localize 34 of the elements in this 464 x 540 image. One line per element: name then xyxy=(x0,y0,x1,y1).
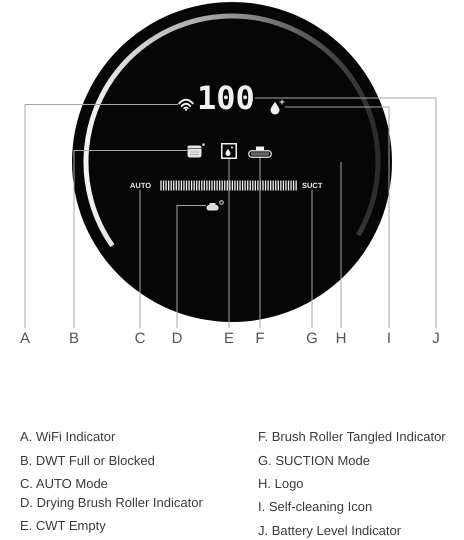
callout-letter: E xyxy=(219,331,239,346)
leader-line xyxy=(254,98,436,328)
leader-line xyxy=(284,106,390,328)
callout-letter: B xyxy=(64,331,84,346)
key-entry: E. CWT Empty xyxy=(20,518,106,534)
leader-line xyxy=(228,158,230,328)
key-entry: C. AUTO Mode xyxy=(20,476,108,492)
wifi-icon xyxy=(178,98,194,111)
key-entry: F. Brush Roller Tangled Indicator xyxy=(258,429,446,445)
key-entry: G. SUCTION Mode xyxy=(258,453,370,469)
key-entry: A. WiFi Indicator xyxy=(20,429,116,445)
callout-letter: F xyxy=(250,331,270,346)
callout-letter: A xyxy=(15,331,35,346)
key-entry: I. Self-cleaning Icon xyxy=(258,499,372,515)
callout-letter: G xyxy=(302,331,322,346)
callout-letter: C xyxy=(130,331,150,346)
leader-line xyxy=(24,104,178,328)
leader-line xyxy=(340,162,342,328)
callout-letter: H xyxy=(331,331,351,346)
callout-letter: I xyxy=(379,331,399,346)
key-entry: H. Logo xyxy=(258,476,304,492)
leader-line xyxy=(176,205,206,328)
brush-roller-icon xyxy=(248,146,272,158)
display-digits: 100 xyxy=(197,82,255,114)
key-entry: B. DWT Full or Blocked xyxy=(20,453,155,469)
key-entry: D. Drying Brush Roller Indicator xyxy=(20,495,203,511)
callout-letter: D xyxy=(167,331,187,346)
callout-letter: J xyxy=(426,331,446,346)
tank-icon xyxy=(187,143,205,158)
key-entry: J. Battery Level Indicator xyxy=(258,523,402,539)
droplet-icon xyxy=(269,99,285,115)
droplet-square-icon xyxy=(221,143,237,159)
brush-roller-icon xyxy=(206,200,224,211)
leader-line xyxy=(74,150,188,328)
